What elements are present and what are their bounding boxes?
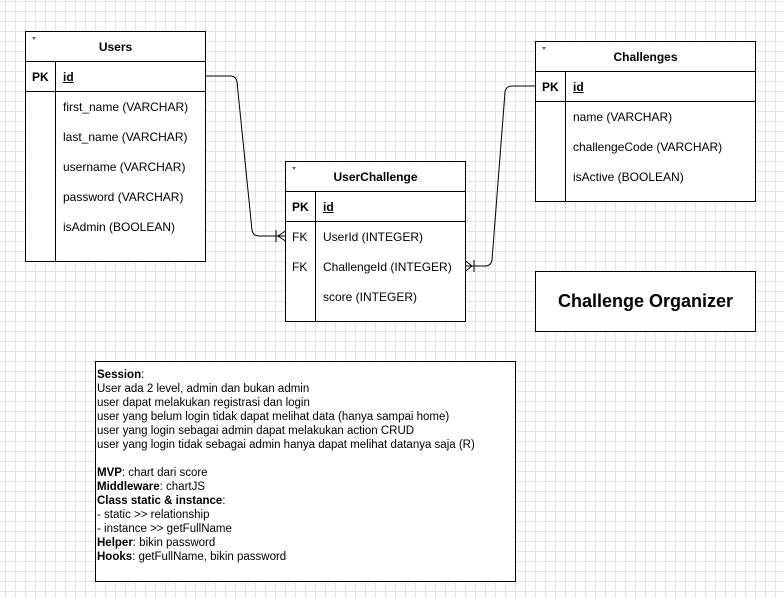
note-text: - static >> relationship bbox=[97, 509, 210, 521]
note-line: user dapat melakukan registrasi dan logi… bbox=[97, 396, 513, 410]
note-text: user dapat melakukan registrasi dan logi… bbox=[97, 397, 310, 409]
note-key: Class static & instance bbox=[97, 495, 223, 507]
users-field-name: username (VARCHAR) bbox=[63, 160, 186, 174]
pk-label: PK bbox=[32, 70, 49, 84]
userchallenge-field-row[interactable]: score (INTEGER) bbox=[286, 282, 465, 312]
userchallenge-key-column bbox=[286, 222, 316, 321]
challenges-field-name: challengeCode (VARCHAR) bbox=[573, 140, 723, 154]
note-line bbox=[97, 452, 513, 466]
note-text: user yang belum login tidak dapat meliha… bbox=[97, 411, 450, 423]
note-text: User ada 2 level, admin dan bukan admin bbox=[97, 383, 310, 395]
userchallenge-pk-name: id bbox=[323, 200, 334, 214]
crow-foot-many-icon bbox=[277, 230, 286, 242]
note-key: MVP bbox=[97, 467, 122, 479]
note-text: - instance >> getFullName bbox=[97, 523, 232, 535]
userchallenge-pk-row[interactable]: PK id bbox=[286, 192, 465, 222]
note-key: Hooks bbox=[97, 551, 133, 563]
users-pk-name: id bbox=[63, 70, 74, 84]
challenges-field-name: name (VARCHAR) bbox=[573, 110, 673, 124]
challenges-fields: name (VARCHAR) challengeCode (VARCHAR) i… bbox=[536, 102, 755, 201]
userchallenge-field-name: UserId (INTEGER) bbox=[323, 230, 424, 244]
userchallenge-table[interactable]: UserChallenge PK id FK UserId (INTEGER) … bbox=[285, 161, 466, 322]
note-key: Helper bbox=[97, 537, 133, 549]
pk-label: PK bbox=[542, 80, 559, 94]
challenges-table[interactable]: Challenges PK id name (VARCHAR) challeng… bbox=[535, 41, 756, 202]
users-field-name: isAdmin (BOOLEAN) bbox=[63, 220, 176, 234]
crow-foot-many-icon bbox=[465, 260, 473, 272]
userchallenge-field-row[interactable]: FK ChallengeId (INTEGER) bbox=[286, 252, 465, 282]
challenges-key-column bbox=[536, 102, 566, 201]
challenges-pk-row[interactable]: PK id bbox=[536, 72, 755, 102]
fk-label: FK bbox=[292, 260, 308, 274]
relationship-users-userchallenge bbox=[205, 75, 286, 242]
userchallenge-table-header[interactable]: UserChallenge bbox=[286, 162, 465, 192]
users-field-row[interactable]: last_name (VARCHAR) bbox=[26, 122, 205, 152]
note-line: Middleware: chartJS bbox=[97, 480, 513, 494]
userchallenge-pk-key-cell: PK bbox=[286, 192, 316, 221]
note-line: Class static & instance: bbox=[97, 494, 513, 508]
users-pk-row[interactable]: PK id bbox=[26, 62, 205, 92]
users-pk-key-cell: PK bbox=[26, 62, 56, 91]
note-line: - instance >> getFullName bbox=[97, 522, 513, 536]
users-field-row[interactable]: first_name (VARCHAR) bbox=[26, 92, 205, 122]
note-line: User ada 2 level, admin dan bukan admin bbox=[97, 382, 513, 396]
note-text: : chart dari score bbox=[121, 467, 208, 479]
users-fields: first_name (VARCHAR) last_name (VARCHAR)… bbox=[26, 92, 205, 261]
users-field-name: last_name (VARCHAR) bbox=[63, 130, 188, 144]
users-field-row[interactable]: isAdmin (BOOLEAN) bbox=[26, 212, 205, 242]
diagram-title-box[interactable]: Challenge Organizer bbox=[535, 271, 756, 332]
note-text: : getFullName, bikin password bbox=[132, 551, 287, 563]
challenges-pk-key-cell: PK bbox=[536, 72, 566, 101]
note-line: user yang login tidak sebagai admin hany… bbox=[97, 438, 513, 452]
userchallenge-field-row[interactable]: FK UserId (INTEGER) bbox=[286, 222, 465, 252]
note-text: : bbox=[141, 369, 145, 381]
note-line: Helper: bikin password bbox=[97, 536, 513, 550]
challenges-field-row[interactable]: isActive (BOOLEAN) bbox=[536, 162, 755, 192]
challenges-table-title: Challenges bbox=[613, 49, 678, 64]
notes-box[interactable]: Session: User ada 2 level, admin dan buk… bbox=[95, 361, 516, 582]
users-field-name: password (VARCHAR) bbox=[63, 190, 184, 204]
note-key: Session bbox=[97, 369, 142, 381]
note-line: - static >> relationship bbox=[97, 508, 513, 522]
users-table[interactable]: Users PK id first_name (VARCHAR) last_na… bbox=[25, 31, 206, 262]
pk-label: PK bbox=[292, 200, 309, 214]
note-line: user yang belum login tidak dapat meliha… bbox=[97, 410, 513, 424]
challenges-pk-name: id bbox=[573, 80, 584, 94]
users-table-header[interactable]: Users bbox=[26, 32, 205, 62]
collapse-triangle-icon[interactable] bbox=[32, 37, 36, 40]
userchallenge-table-title: UserChallenge bbox=[333, 169, 418, 184]
diagram-title: Challenge Organizer bbox=[557, 291, 734, 311]
note-line: Session: bbox=[97, 368, 513, 382]
challenges-field-row[interactable]: name (VARCHAR) bbox=[536, 102, 755, 132]
userchallenge-field-name: ChallengeId (INTEGER) bbox=[323, 260, 452, 274]
note-text: user yang login sebagai admin dapat mela… bbox=[97, 425, 415, 437]
fk-label: FK bbox=[292, 230, 308, 244]
note-text: : bbox=[222, 495, 226, 507]
note-line: user yang login sebagai admin dapat mela… bbox=[97, 424, 513, 438]
note-text: user yang login tidak sebagai admin hany… bbox=[97, 439, 475, 451]
note-line: Hooks: getFullName, bikin password bbox=[97, 550, 513, 564]
note-text: : chartJS bbox=[159, 481, 206, 493]
users-field-row[interactable]: username (VARCHAR) bbox=[26, 152, 205, 182]
note-key: Middleware bbox=[97, 481, 160, 493]
users-field-name: first_name (VARCHAR) bbox=[63, 100, 189, 114]
users-table-title: Users bbox=[98, 39, 133, 54]
collapse-triangle-icon[interactable] bbox=[542, 47, 546, 50]
userchallenge-field-name: score (INTEGER) bbox=[323, 290, 418, 304]
note-text: : bikin password bbox=[132, 537, 216, 549]
challenges-table-header[interactable]: Challenges bbox=[536, 42, 755, 72]
note-line: MVP: chart dari score bbox=[97, 466, 513, 480]
relationship-challenges-userchallenge bbox=[465, 85, 536, 272]
users-key-column bbox=[26, 92, 56, 261]
users-field-row[interactable]: password (VARCHAR) bbox=[26, 182, 205, 212]
collapse-triangle-icon[interactable] bbox=[292, 167, 296, 170]
userchallenge-fields: FK UserId (INTEGER) FK ChallengeId (INTE… bbox=[286, 222, 465, 321]
challenges-field-row[interactable]: challengeCode (VARCHAR) bbox=[536, 132, 755, 162]
challenges-field-name: isActive (BOOLEAN) bbox=[573, 170, 684, 184]
